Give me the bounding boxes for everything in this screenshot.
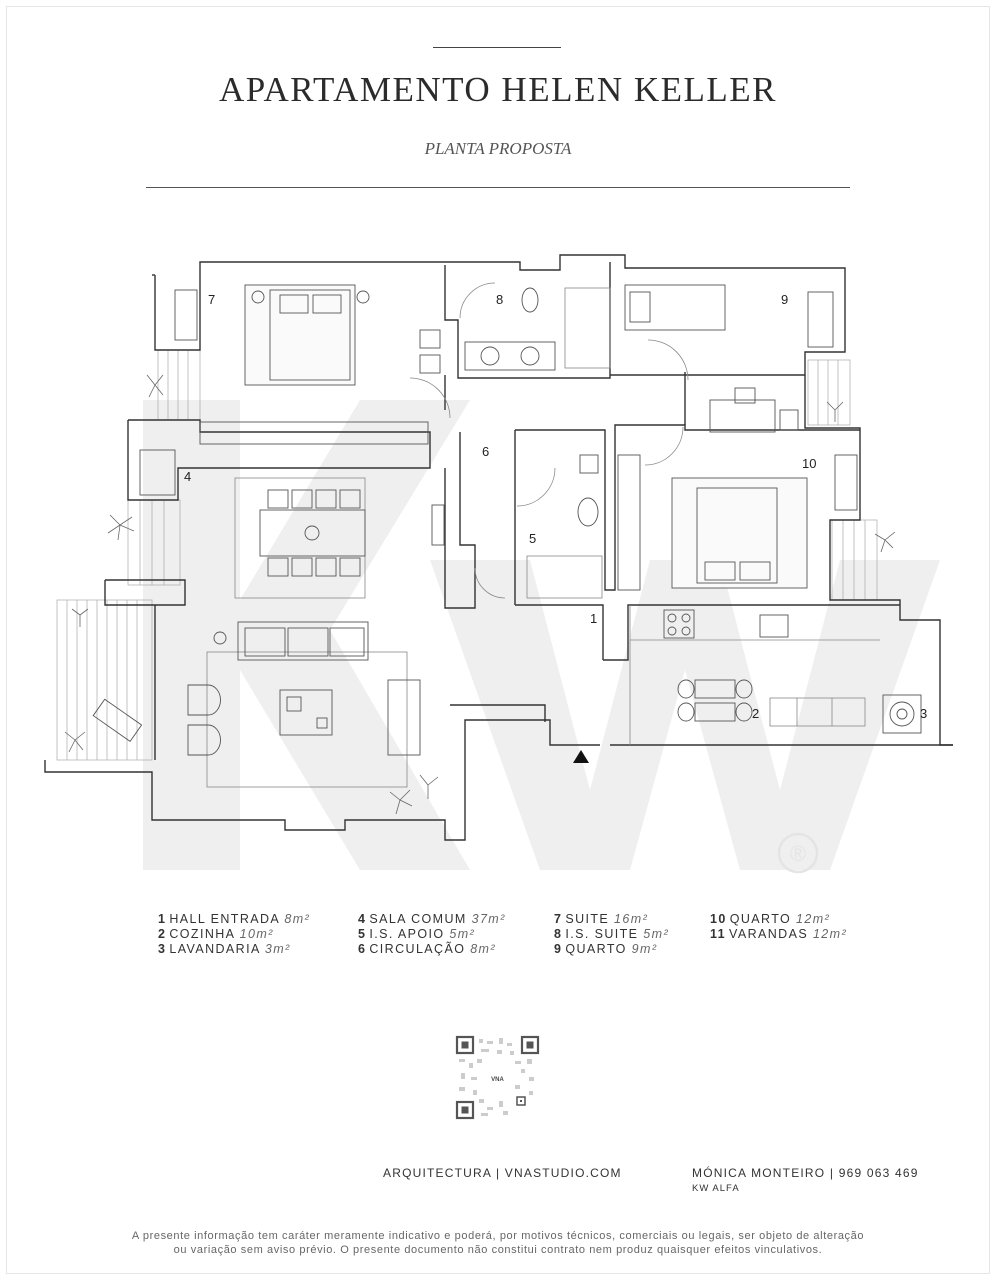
plants — [64, 374, 896, 815]
agent-contact: MÓNICA MONTEIRO | 969 063 469 — [692, 1166, 919, 1180]
page-frame — [6, 6, 990, 1274]
disclaimer: A presente informação tem caráter merame… — [40, 1229, 956, 1257]
qr-center-logo: VNA — [491, 1077, 504, 1083]
registered-mark: ® — [790, 841, 806, 866]
entrance-arrow-icon — [573, 750, 589, 763]
room-number-2: 2 — [752, 706, 759, 721]
kw-watermark: ® — [143, 400, 940, 874]
furniture — [92, 284, 922, 756]
qr-code[interactable]: VNA — [455, 1035, 540, 1120]
disclaimer-line-1: A presente informação tem caráter merame… — [131, 1230, 865, 1242]
architecture-credit[interactable]: ARQUITECTURA | VNASTUDIO.COM — [383, 1166, 622, 1180]
room-number-8: 8 — [496, 292, 503, 307]
room-number-5: 5 — [529, 531, 536, 546]
room-number-3: 3 — [920, 706, 927, 721]
disclaimer-line-2: ou variação sem aviso prévio. O presente… — [173, 1244, 823, 1256]
room-numbers: 1 2 3 4 5 6 7 8 9 10 — [184, 292, 927, 721]
room-number-1: 1 — [590, 611, 597, 626]
floor-plan: ® — [44, 254, 953, 874]
page-subtitle: PLANTA PROPOSTA — [424, 139, 572, 158]
room-number-10: 10 — [802, 456, 816, 471]
walls — [44, 254, 953, 841]
room-number-7: 7 — [208, 292, 215, 307]
page-title: APARTAMENTO HELEN KELLER — [218, 70, 778, 109]
top-divider — [433, 47, 561, 48]
room-number-6: 6 — [482, 444, 489, 459]
agency-name: KW ALFA — [692, 1183, 740, 1194]
room-number-4: 4 — [184, 469, 191, 484]
title-divider — [146, 187, 850, 188]
room-number-9: 9 — [781, 292, 788, 307]
